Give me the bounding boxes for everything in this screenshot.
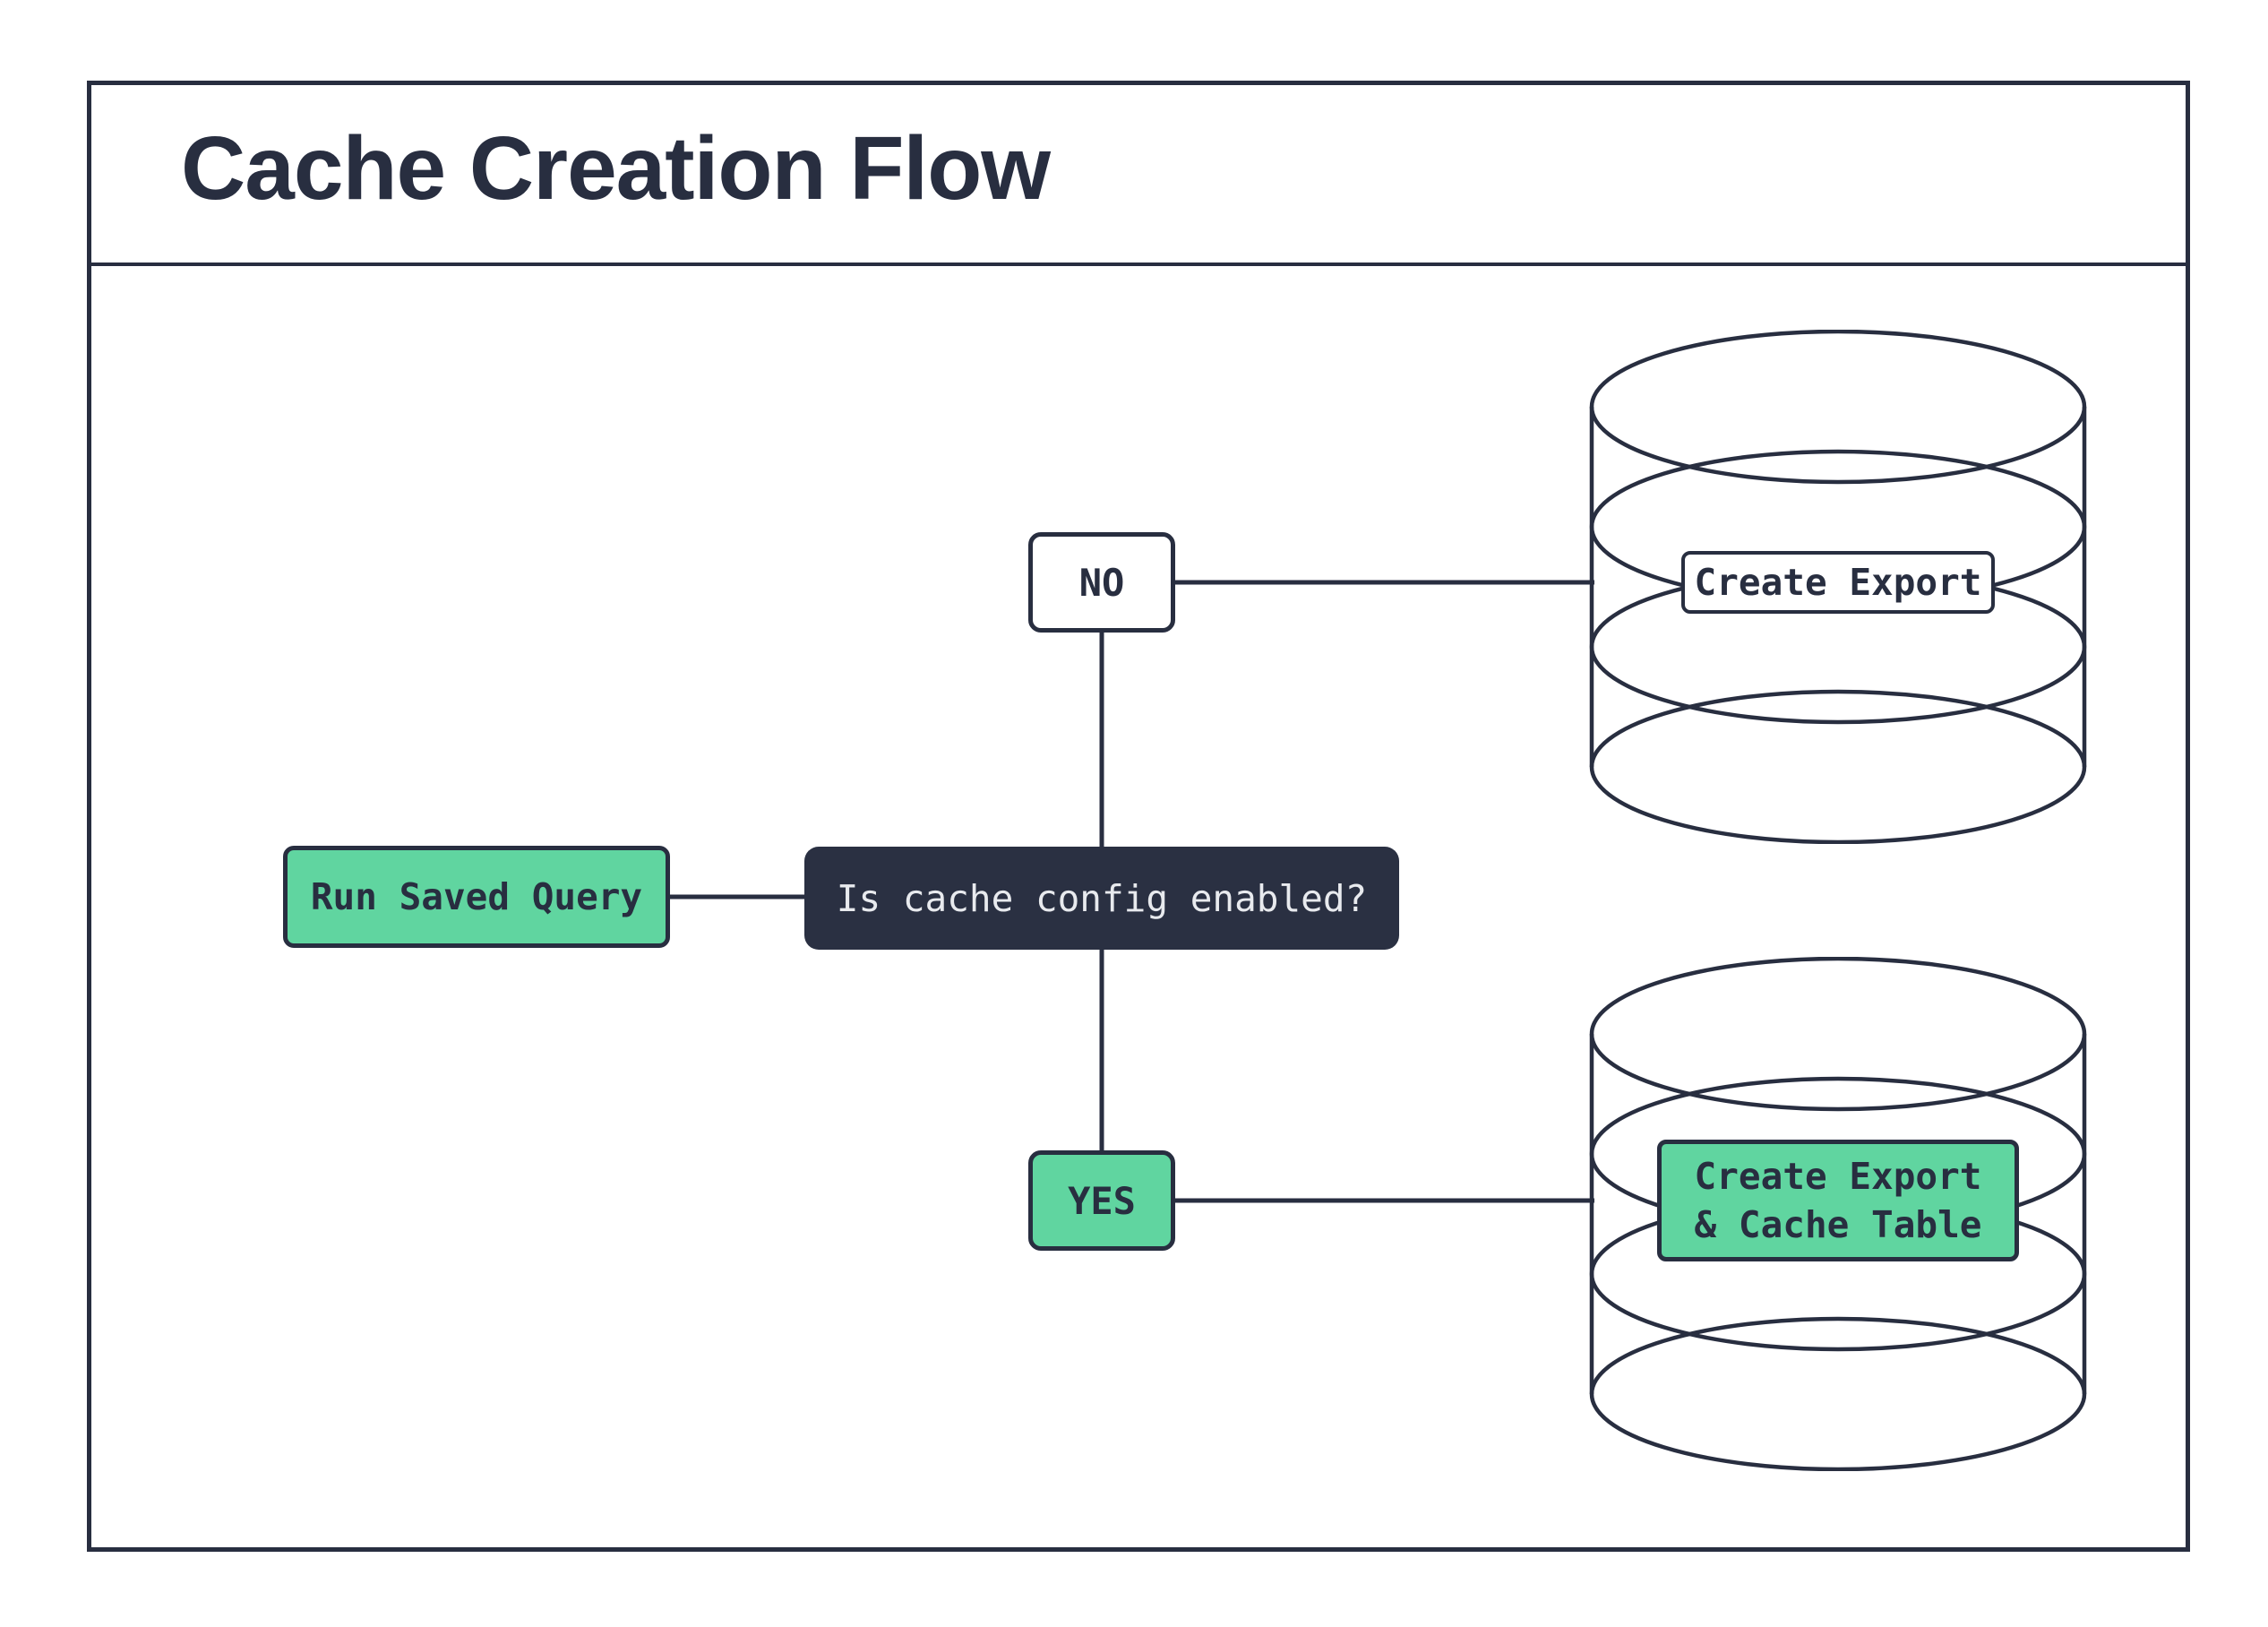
- branch-no-label: NO: [1078, 560, 1125, 605]
- connector-lines: [670, 580, 1594, 1203]
- cache-config-decision-label: Is cache config enabled?: [836, 876, 1368, 920]
- branch-yes-label: YES: [1068, 1178, 1136, 1223]
- branch-no-node: NO: [1028, 532, 1175, 633]
- create-export-cache-table-label: Create Export & Cache Table: [1657, 1140, 2019, 1261]
- diagram-header: Cache Creation Flow: [91, 85, 2186, 266]
- page-title: Cache Creation Flow: [181, 118, 1051, 219]
- create-export-label: Create Export: [1681, 551, 1995, 614]
- create-export-text: Create Export: [1694, 561, 1982, 604]
- cache-config-decision-node: Is cache config enabled?: [804, 847, 1399, 950]
- create-export-cache-line2: & Cache Table: [1694, 1203, 1982, 1246]
- branch-yes-node: YES: [1028, 1150, 1175, 1251]
- run-saved-query-label: Run Saved Query: [310, 875, 643, 918]
- run-saved-query-node: Run Saved Query: [283, 846, 670, 948]
- create-export-cache-line1: Create Export: [1694, 1155, 1982, 1198]
- flow-canvas: Run Saved Query Is cache config enabled?…: [91, 266, 2186, 1547]
- diagram-frame: Cache Creation Flow: [87, 81, 2190, 1552]
